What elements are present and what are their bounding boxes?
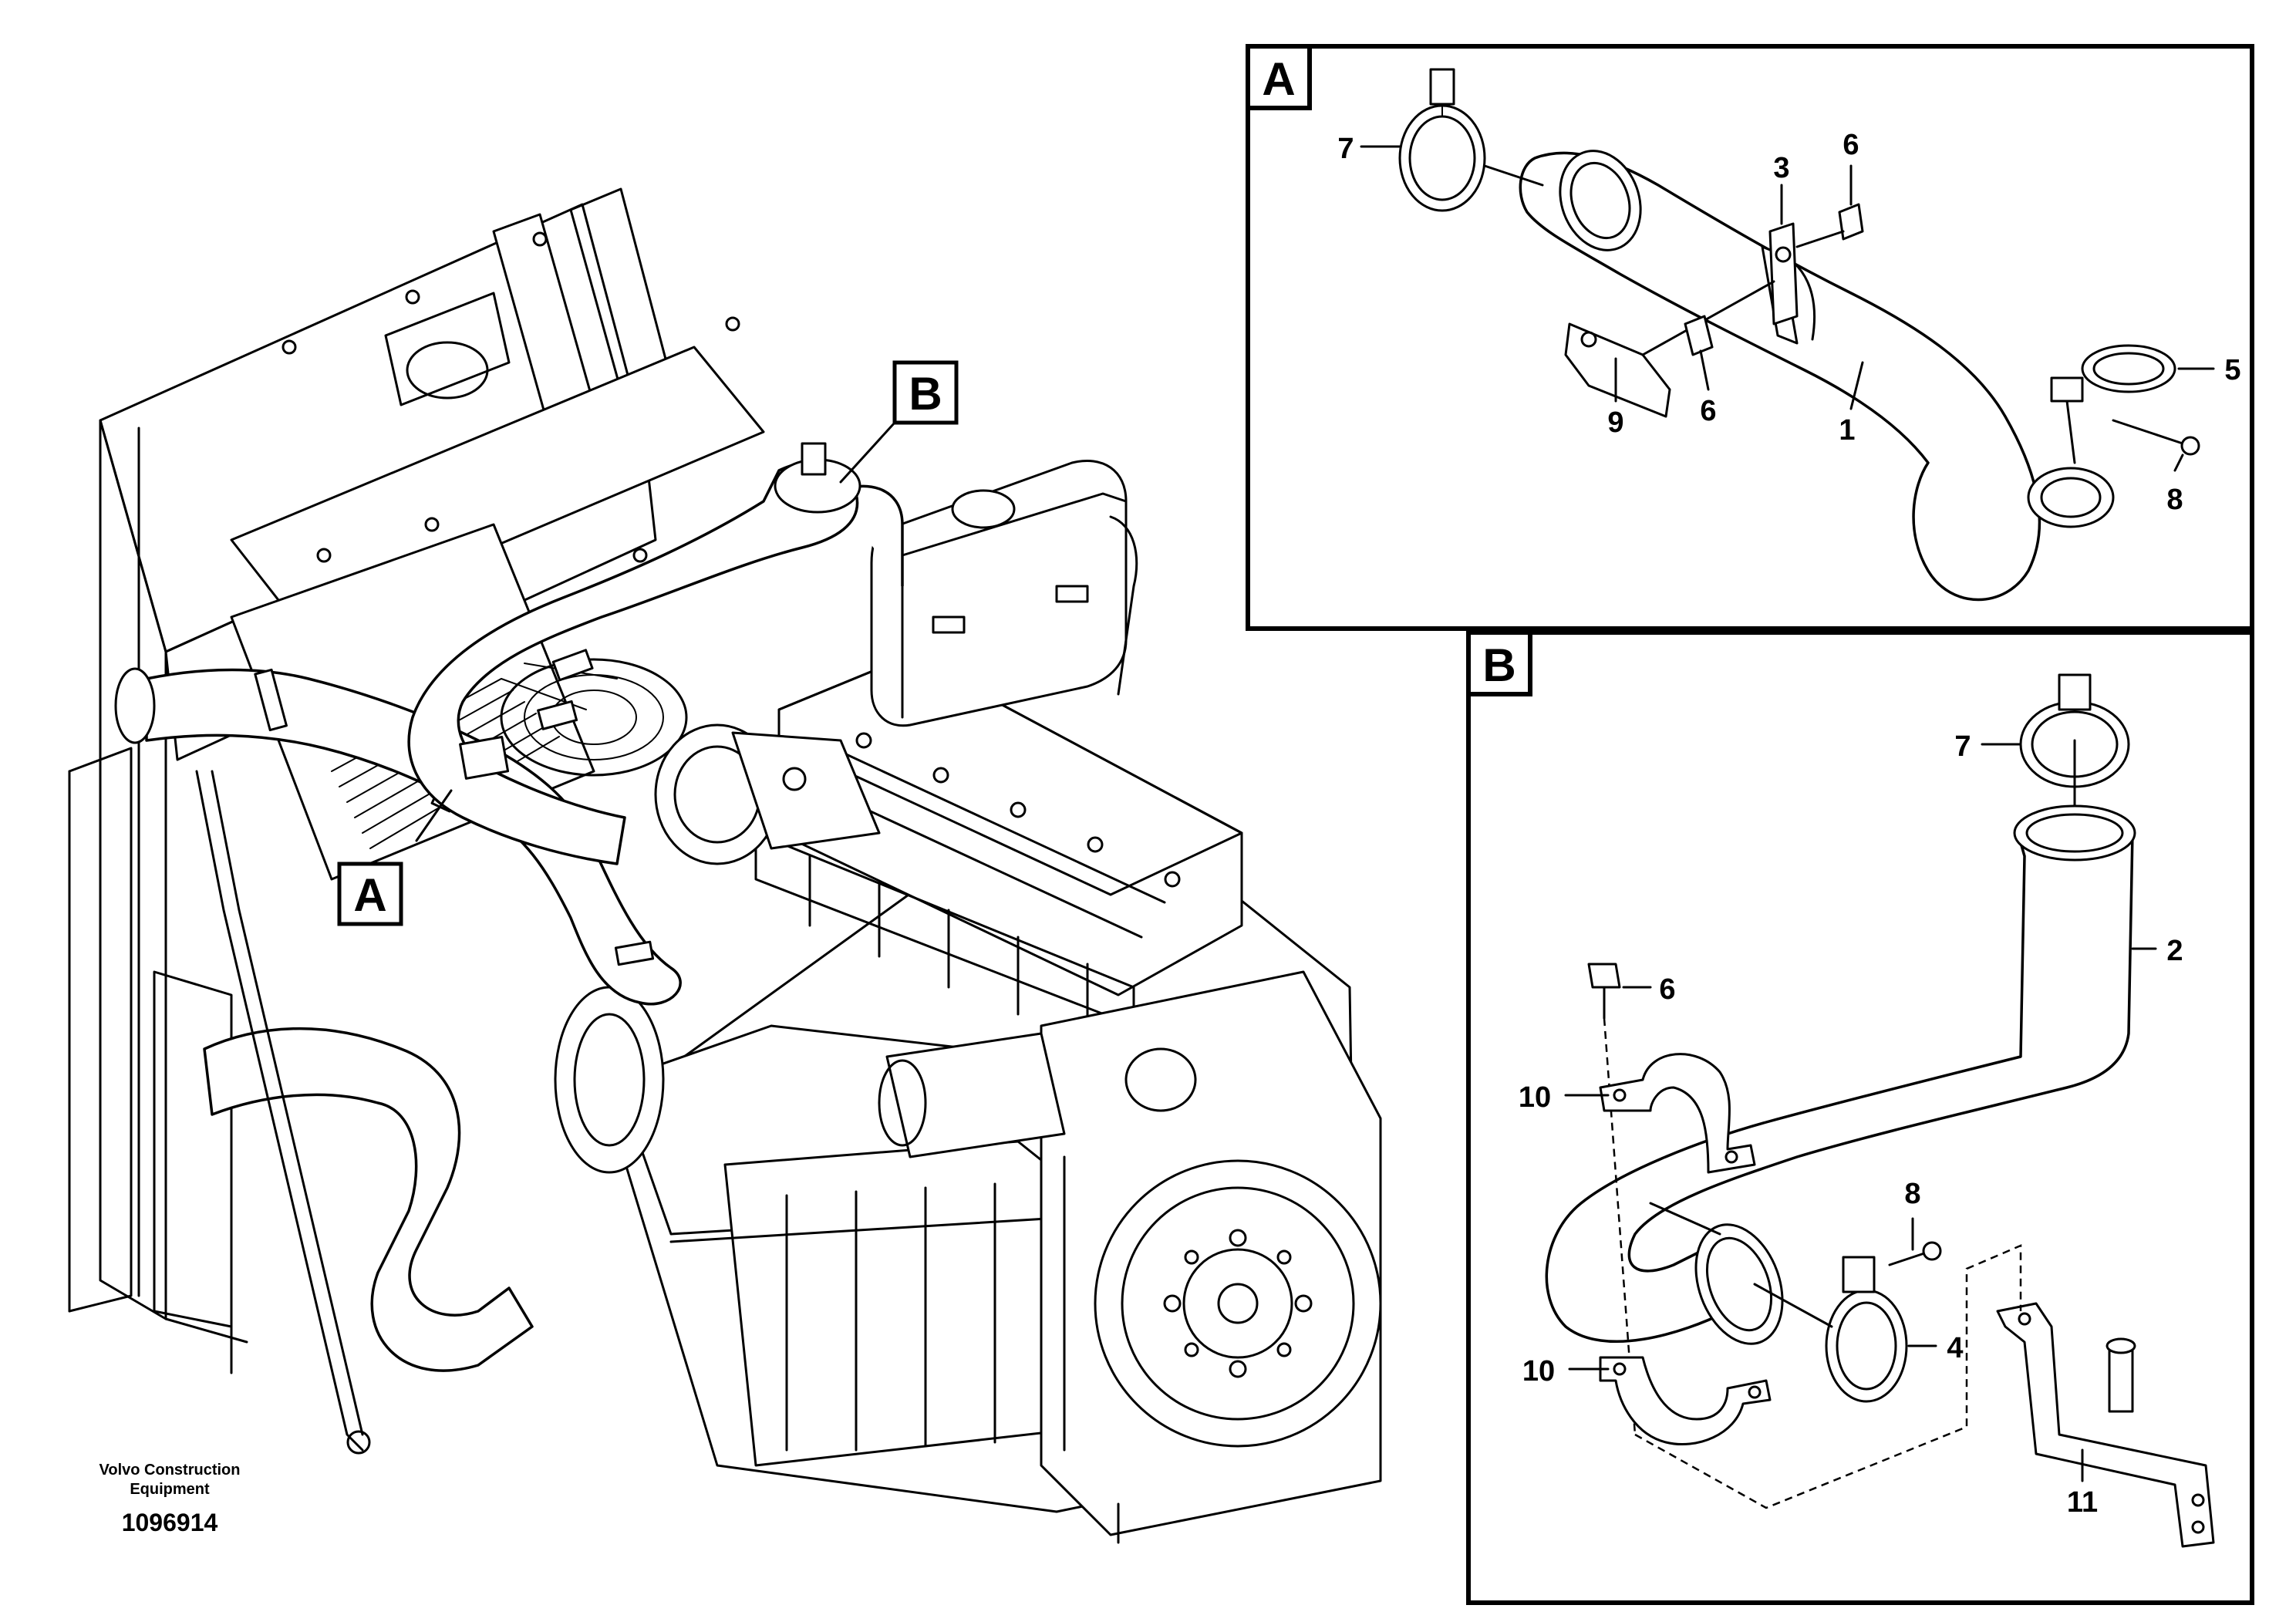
callout-a-6-top: 6 (1843, 129, 1859, 161)
panel-b-letter: B (1466, 630, 1532, 696)
callout-b-2: 2 (2166, 935, 2183, 967)
callout-b-4: 4 (1947, 1332, 1963, 1364)
bracket-item-11 (1996, 1302, 2215, 1548)
detail-panel-b: B (1466, 630, 2254, 1605)
dashed-assembly-line (1634, 1244, 2022, 1509)
detail-panel-a: A (1246, 44, 2254, 631)
drawing-footer: Volvo Construction Equipment 1096914 (99, 1462, 241, 1536)
company-name-line2: Equipment (130, 1481, 210, 1498)
lower-radiator-hose (203, 1027, 534, 1372)
engine-overview (68, 187, 1382, 1544)
panel-a-letter: A (1246, 44, 1312, 110)
callout-b-11: 11 (2067, 1486, 2098, 1519)
bracket-item-3 (1768, 222, 1799, 325)
view-b-leader (839, 421, 896, 484)
callout-a-8: 8 (2166, 484, 2183, 516)
svg-text:B: B (909, 368, 942, 420)
clamp-item-5 (2050, 344, 2176, 464)
support-rod (195, 770, 364, 1452)
bolt-item-6-top (1795, 203, 1864, 248)
callout-b-10-top: 10 (1519, 1081, 1551, 1114)
engine-block (554, 654, 1382, 1544)
radiator-assembly (68, 187, 765, 1374)
callout-a-7: 7 (1337, 133, 1354, 165)
expansion-tank (870, 459, 1128, 727)
bolt-item-8-b (1888, 1241, 1942, 1266)
bracket-item-10-bottom (1599, 1356, 1772, 1446)
callout-a-1: 1 (1839, 414, 1855, 447)
clamp-item-7 (1398, 68, 1486, 212)
clamp-item-7-b (2019, 673, 2130, 831)
bracket-item-10-top (1599, 1053, 1756, 1174)
company-name-line1: Volvo Construction (99, 1462, 241, 1479)
view-label-b: B (892, 360, 959, 425)
view-label-a: A (337, 862, 403, 926)
callout-b-8: 8 (1904, 1178, 1920, 1210)
callout-a-5: 5 (2224, 354, 2240, 386)
svg-text:A: A (1262, 53, 1295, 105)
pipe-item-2 (1545, 814, 2134, 1343)
callout-b-10-bottom: 10 (1522, 1355, 1555, 1388)
callout-a-9: 9 (1607, 406, 1623, 439)
bracket-item-9 (1564, 280, 1775, 418)
bolt-item-6-bottom (1684, 315, 1714, 356)
callout-a-3: 3 (1773, 152, 1789, 184)
svg-text:A: A (353, 869, 386, 921)
turbocharger (654, 723, 881, 865)
charge-air-pipe-b (407, 461, 859, 865)
callout-a-6-bottom: 6 (1700, 395, 1716, 427)
callout-b-7: 7 (1954, 730, 1971, 763)
svg-text:B: B (1482, 639, 1515, 691)
callout-b-6: 6 (1659, 973, 1675, 1006)
clamp-item-4 (1753, 1256, 1908, 1403)
bolt-item-8 (2112, 419, 2200, 456)
view-a-leader (415, 789, 453, 842)
drawing-number: 1096914 (122, 1509, 218, 1536)
